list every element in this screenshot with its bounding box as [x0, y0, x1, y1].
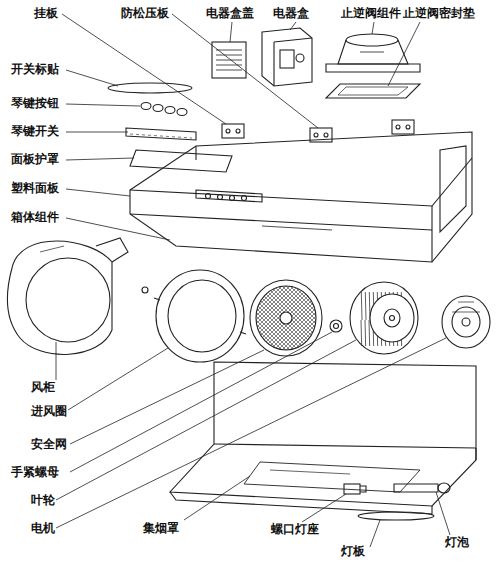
part-label: 叶轮: [30, 493, 56, 507]
part-label: 止逆阀密封垫: [402, 6, 476, 20]
part-label: 电机: [30, 521, 56, 535]
motor: [442, 296, 490, 348]
check-valve: [326, 34, 420, 72]
part-label: 螺口灯座: [270, 522, 320, 536]
part-label: 箱体组件: [10, 210, 60, 224]
part-label: 塑料面板: [10, 181, 60, 195]
part-label: 集烟罩: [142, 521, 180, 535]
housing-body: [130, 132, 472, 262]
key-buttons: [141, 103, 187, 116]
part-label: 琴键开关: [10, 124, 60, 138]
lamp-plate: [358, 512, 434, 520]
valve-gasket: [326, 84, 420, 98]
hang-plate: [222, 120, 414, 142]
part-label: 面板护罩: [10, 152, 60, 166]
part-label: 电器盒盖: [205, 6, 255, 20]
part-label: 电器盒: [272, 6, 310, 20]
part-label: 琴键按钮: [10, 96, 60, 110]
hand-nut: [330, 320, 342, 332]
electrical-box-cover: [212, 42, 246, 78]
impeller: [350, 282, 418, 354]
part-label: 灯泡: [444, 535, 470, 549]
leader-lines: [56, 14, 450, 547]
switch-sticker: [108, 83, 192, 93]
part-label: 止逆阀组件: [340, 6, 402, 20]
part-label: 挂板: [33, 6, 59, 20]
panel-guard: [130, 150, 232, 172]
part-label: 安全网: [30, 437, 68, 451]
part-label: 开关标贴: [10, 62, 60, 76]
electrical-box: [262, 28, 312, 86]
part-label: 进风圈: [30, 404, 68, 418]
part-label: 风柜: [30, 380, 56, 394]
smoke-hood: [170, 362, 476, 514]
bulb: [394, 483, 450, 493]
plastic-panel: [196, 190, 262, 202]
lamp-holder: [344, 484, 366, 494]
fan-volute: [8, 238, 148, 354]
key-switch: [126, 128, 196, 140]
part-label: 防松压板: [120, 6, 170, 20]
part-label: 手紧螺母: [10, 465, 60, 479]
safety-net: [250, 280, 322, 356]
part-label: 灯板: [340, 544, 366, 558]
